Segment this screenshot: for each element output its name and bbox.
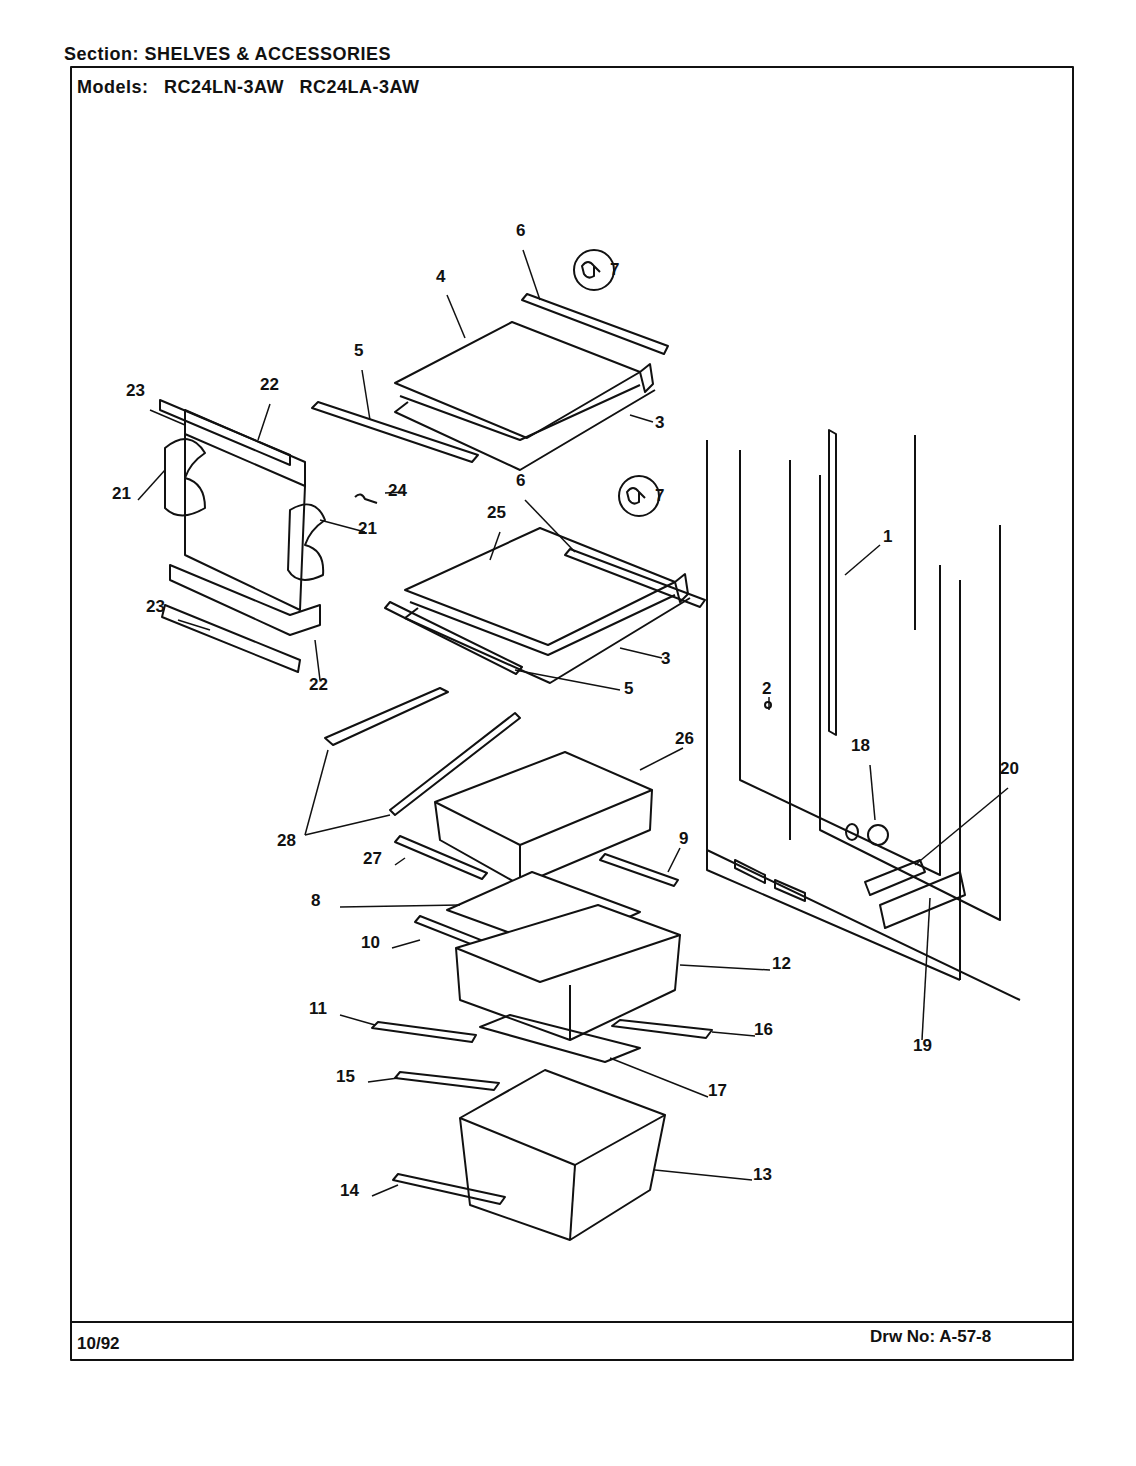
callout-number: 7 — [655, 487, 664, 506]
frame — [71, 67, 1073, 1360]
callout-number: 26 — [675, 730, 694, 749]
callout-number: 10 — [361, 934, 380, 953]
callout-number: 20 — [1000, 760, 1019, 779]
callout-number: 1 — [883, 528, 892, 547]
model-numbers: Models: RC24LN-3AW RC24LA-3AW — [77, 78, 420, 98]
callout-number: 12 — [772, 955, 791, 974]
callout-number: 15 — [336, 1068, 355, 1087]
callout-number: 27 — [363, 850, 382, 869]
callout-number: 21 — [112, 485, 131, 504]
frame-line — [71, 1321, 1073, 1323]
callout-number: 13 — [753, 1166, 772, 1185]
callout-number: 17 — [708, 1082, 727, 1101]
callout-number: 5 — [354, 342, 363, 361]
callout-number: 24 — [388, 482, 407, 501]
footer-text: Drw No: A-57-8 — [870, 1328, 991, 1347]
callout-number: 21 — [358, 520, 377, 539]
callout-circle: 7 — [617, 474, 674, 518]
callout-circle: 7 — [572, 248, 629, 292]
callout-number: 11 — [309, 1000, 327, 1019]
callout-number: 18 — [851, 737, 870, 756]
callout-number: 3 — [655, 414, 664, 433]
callout-number: 16 — [754, 1021, 773, 1040]
callout-number: 22 — [260, 376, 279, 395]
callout-number: 3 — [661, 650, 670, 669]
circle-outline — [572, 248, 629, 292]
callout-number: 9 — [679, 830, 688, 849]
callout-number: 5 — [624, 680, 633, 699]
callout-number: 6 — [516, 222, 525, 241]
callout-number: 25 — [487, 504, 506, 523]
callout-number: 23 — [146, 598, 165, 617]
callout-number: 7 — [610, 261, 619, 280]
callout-number: 22 — [309, 676, 328, 695]
section-title: Section: SHELVES & ACCESSORIES — [64, 45, 391, 65]
callout-number: 2 — [762, 680, 771, 699]
callout-number: 8 — [311, 892, 320, 911]
callout-number: 4 — [436, 268, 445, 287]
footer-text: 10/92 — [77, 1335, 120, 1354]
callout-number: 14 — [340, 1182, 359, 1201]
callout-number: 6 — [516, 472, 525, 491]
callout-number: 19 — [913, 1037, 932, 1056]
callout-number: 28 — [277, 832, 296, 851]
circle-outline — [617, 474, 674, 518]
callout-number: 23 — [126, 382, 145, 401]
